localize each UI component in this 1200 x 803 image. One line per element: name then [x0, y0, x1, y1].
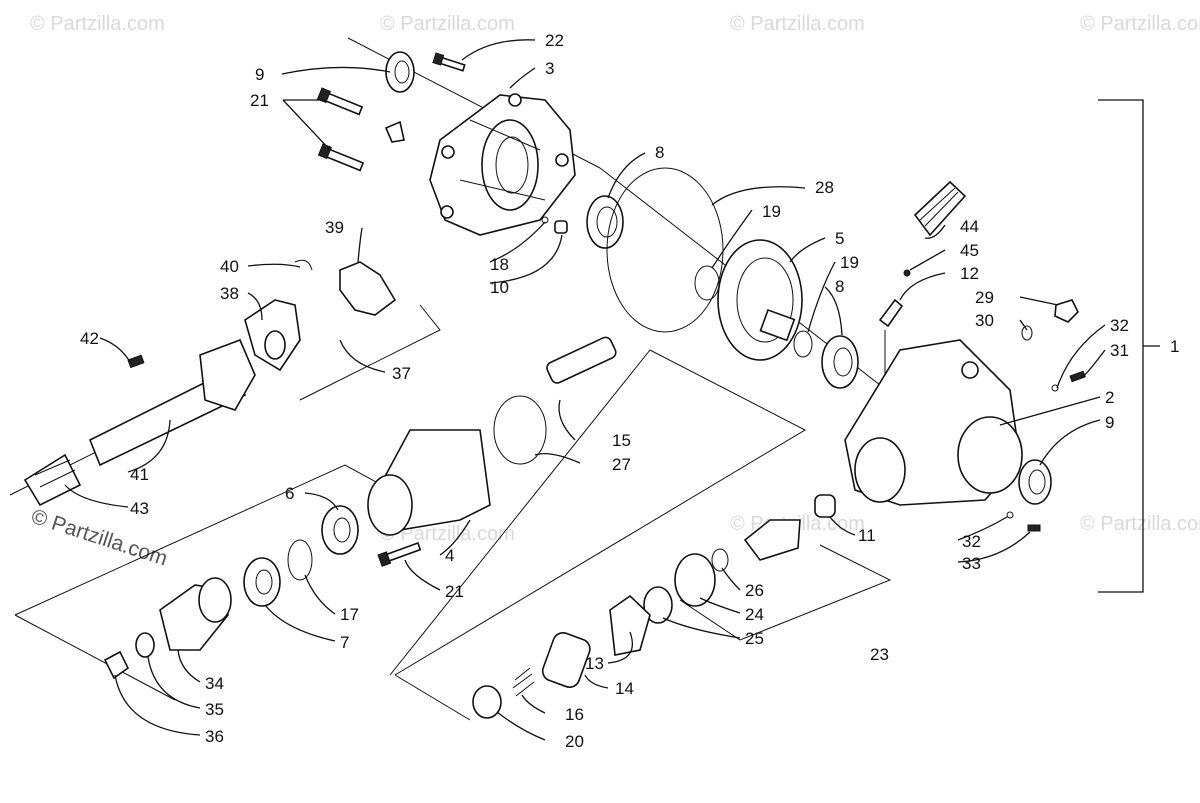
- cover-housing: [429, 93, 576, 236]
- label-21: 21: [445, 582, 464, 601]
- label-21: 21: [250, 91, 269, 110]
- label-23: 23: [870, 645, 889, 664]
- label-7: 7: [340, 633, 349, 652]
- u-joint-assembly: [127, 259, 397, 372]
- watermark: © Partzilla.com: [1080, 13, 1200, 35]
- label-26: 26: [745, 581, 764, 600]
- label-16: 16: [565, 705, 584, 724]
- label-8: 8: [655, 143, 664, 162]
- label-27: 27: [612, 455, 631, 474]
- watermark: © Partzilla.com: [730, 13, 865, 35]
- label-39: 39: [325, 218, 344, 237]
- left-bearings: [243, 505, 359, 607]
- label-28: 28: [815, 178, 834, 197]
- label-30: 30: [975, 311, 994, 330]
- label-19: 19: [840, 253, 859, 272]
- pinion-assembly: [472, 494, 836, 719]
- label-6: 6: [285, 484, 294, 503]
- label-31: 31: [1110, 341, 1129, 360]
- label-8: 8: [835, 277, 844, 296]
- label-9: 9: [255, 65, 264, 84]
- label-33: 33: [962, 554, 981, 573]
- part-labels: 9 21 22 3 8 28 19 5 19 8 39 40 38 18 10 …: [80, 31, 1179, 751]
- label-24: 24: [745, 605, 764, 624]
- label-25: 25: [745, 629, 764, 648]
- pinion-carrier-housing: [367, 336, 617, 567]
- bearing-right: [793, 330, 859, 389]
- label-37: 37: [392, 364, 411, 383]
- label-9: 9: [1105, 413, 1114, 432]
- label-29: 29: [975, 288, 994, 307]
- small-fasteners-right: [1006, 299, 1086, 532]
- label-2: 2: [1105, 388, 1114, 407]
- output-shaft: [23, 338, 256, 507]
- label-3: 3: [545, 59, 554, 78]
- seal-top: [385, 51, 415, 93]
- label-44: 44: [960, 217, 979, 236]
- bearing-upper: [586, 195, 624, 249]
- label-42: 42: [80, 329, 99, 348]
- label-35: 35: [205, 700, 224, 719]
- label-1: 1: [1170, 337, 1179, 356]
- differential-housing: [844, 339, 1023, 506]
- label-4: 4: [445, 546, 454, 565]
- label-34: 34: [205, 674, 224, 693]
- label-18: 18: [490, 255, 509, 274]
- label-13: 13: [585, 654, 604, 673]
- label-38: 38: [220, 284, 239, 303]
- ring-gear: [717, 239, 803, 361]
- seal-right: [1018, 459, 1052, 505]
- label-36: 36: [205, 727, 224, 746]
- label-15: 15: [612, 431, 631, 450]
- label-22: 22: [545, 31, 564, 50]
- label-14: 14: [615, 679, 634, 698]
- label-32: 32: [1110, 316, 1129, 335]
- label-5: 5: [835, 229, 844, 248]
- label-17: 17: [340, 605, 359, 624]
- label-45: 45: [960, 241, 979, 260]
- label-40: 40: [220, 257, 239, 276]
- label-12: 12: [960, 264, 979, 283]
- watermark: © Partzilla.com: [380, 13, 515, 35]
- leader-lines: [64, 39, 1106, 741]
- watermark: © Partzilla.com: [1080, 513, 1200, 535]
- label-19: 19: [762, 202, 781, 221]
- label-41: 41: [130, 465, 149, 484]
- bolts-upper: [316, 52, 466, 172]
- assembly-bracket: [1098, 99, 1160, 593]
- label-20: 20: [565, 732, 584, 751]
- watermark: © Partzilla.com: [30, 13, 165, 35]
- label-43: 43: [130, 499, 149, 518]
- label-32: 32: [962, 532, 981, 551]
- label-11: 11: [858, 526, 876, 545]
- label-10: 10: [490, 278, 509, 297]
- washer-plug: [541, 216, 568, 234]
- output-yoke: [103, 577, 232, 680]
